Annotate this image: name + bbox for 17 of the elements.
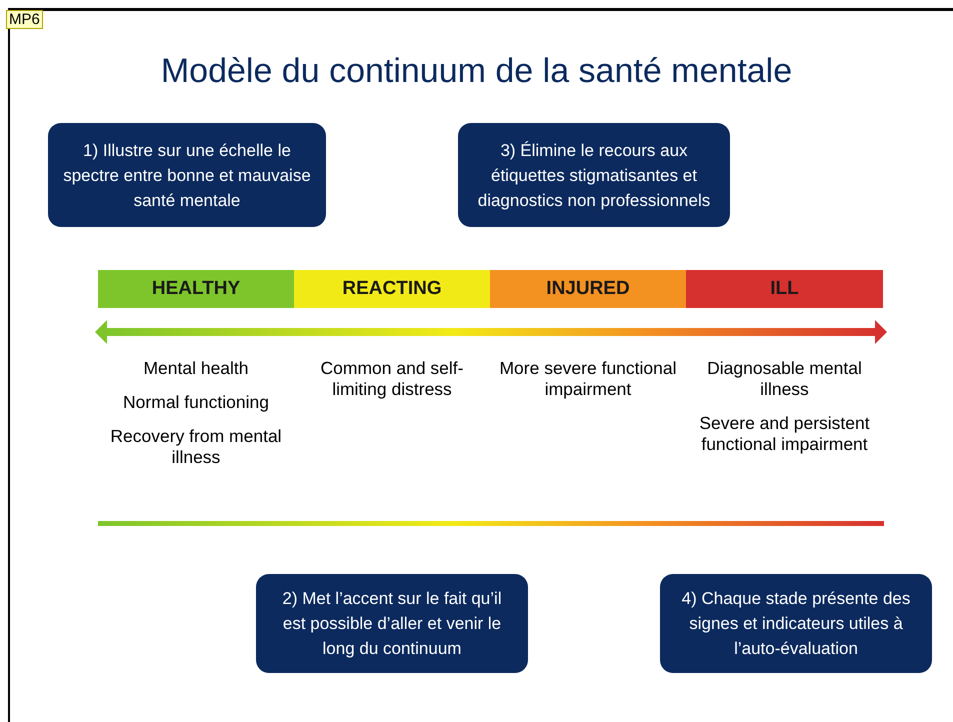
description-text: Mental health <box>142 358 250 379</box>
stage-band: INJURED <box>490 270 686 308</box>
callout-box: 2) Met l’accent sur le fait qu’il est possible d’aller et venir le long du continuum <box>256 574 528 673</box>
description-text: Normal functioning <box>122 392 270 413</box>
description-text: Recovery from mental illness <box>109 426 283 468</box>
title: Modèle du continuum de la santé mentale <box>160 52 794 91</box>
tag-label: MP6 <box>6 10 43 29</box>
description-text: Common and self-limiting distress <box>320 358 464 400</box>
callout-box: 3) Élimine le recours aux étiquettes stigmatisantes et diagnostics non professionnels <box>458 123 730 227</box>
callout-box: 4) Chaque stade présente des signes et indicateurs utiles à l’auto-évaluation <box>660 574 932 673</box>
stage-band: REACTING <box>294 270 490 308</box>
description-text: Diagnosable mental illness <box>706 358 863 400</box>
stage-band: ILL <box>686 270 883 308</box>
callout-box: 1) Illustre sur une échelle le spectre entre bonne et mauvaise santé mentale <box>48 123 326 227</box>
description-text: Severe and persistent functional impairment <box>698 413 871 455</box>
stage-band: HEALTHY <box>98 270 294 308</box>
description-text: More severe functional impairment <box>498 358 678 400</box>
